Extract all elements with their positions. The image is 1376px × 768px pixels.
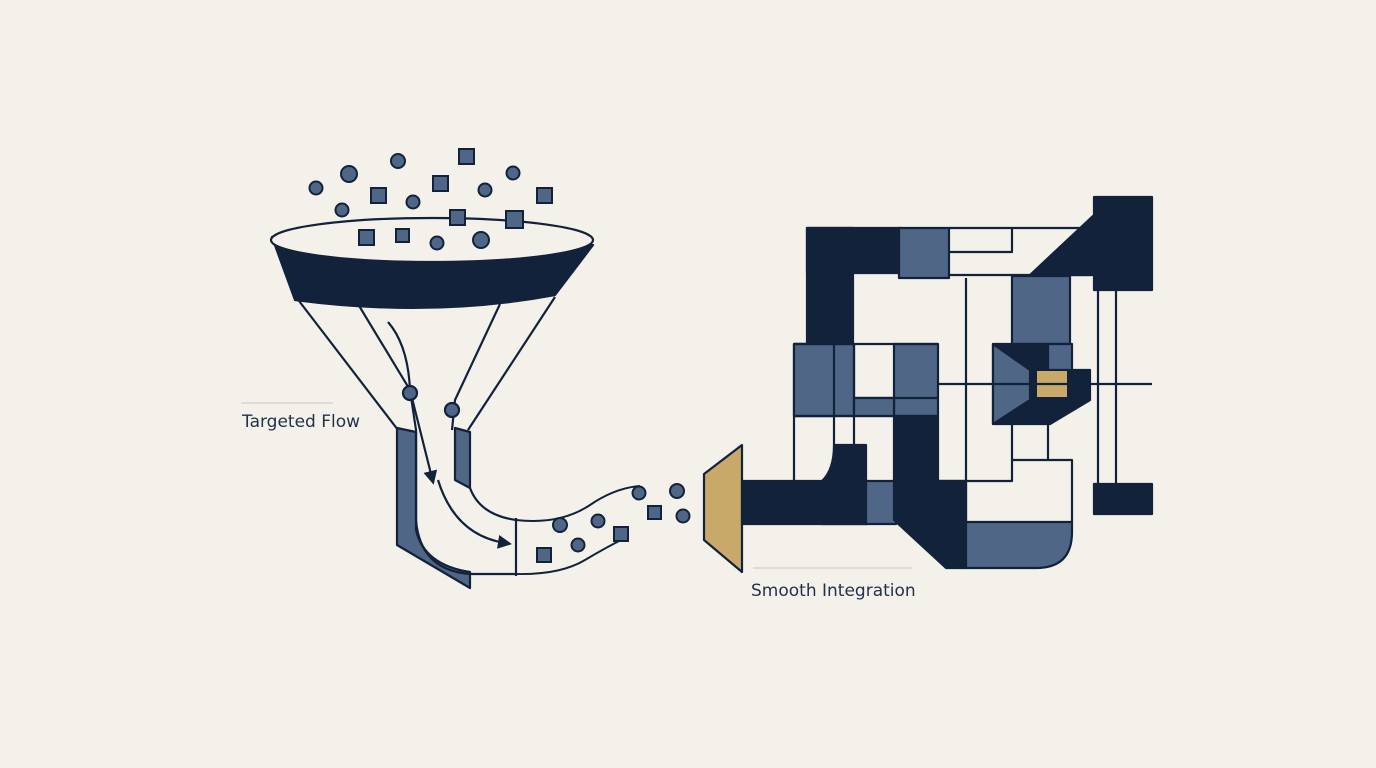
particle-square xyxy=(647,505,662,520)
block-navy xyxy=(1092,482,1154,516)
frame-line xyxy=(1096,290,1118,484)
particle-circle xyxy=(405,194,421,210)
block-slate xyxy=(1046,342,1074,372)
funnel-particle xyxy=(443,401,461,419)
particle-circle xyxy=(675,508,691,524)
block-slate xyxy=(852,396,896,418)
connector-plug-icon xyxy=(702,443,744,574)
frame-line xyxy=(792,278,968,528)
flow-arrow-right xyxy=(436,479,512,549)
particle-circle xyxy=(631,485,647,501)
particle-circle xyxy=(477,182,493,198)
flow-channel-inner xyxy=(468,487,517,522)
particle-square xyxy=(536,547,552,563)
particle-square xyxy=(613,526,629,542)
particle-square xyxy=(370,187,387,204)
flow-line-upper xyxy=(515,485,641,522)
particle-square xyxy=(432,175,449,192)
block-slate xyxy=(892,342,940,418)
modular-block-structure xyxy=(702,195,1154,574)
label-targeted-flow: Targeted Flow xyxy=(242,412,361,432)
frame-line xyxy=(949,228,1014,254)
particle-circle xyxy=(669,483,685,499)
particle-square xyxy=(458,148,475,165)
particle-circle xyxy=(472,231,490,249)
particle-circle xyxy=(505,165,521,181)
funnel-spout-right xyxy=(453,426,472,490)
particle-circle xyxy=(334,202,350,218)
funnel-icon xyxy=(269,216,595,590)
block-slate xyxy=(964,520,1074,570)
particle-circle xyxy=(340,165,358,183)
particle-square xyxy=(505,210,524,229)
flow-particles xyxy=(536,483,691,563)
block-slate xyxy=(864,479,898,526)
particle-circle xyxy=(308,180,324,196)
particle-square xyxy=(449,209,466,226)
particle-square xyxy=(358,229,375,246)
flow-stream xyxy=(515,485,641,576)
particle-circle xyxy=(590,513,606,529)
funnel-particle xyxy=(401,384,419,402)
particle-circle xyxy=(570,537,586,553)
block-slate xyxy=(792,342,836,418)
block-slate xyxy=(1010,274,1072,346)
funnel-channel-right-outer xyxy=(450,303,501,431)
block-navy xyxy=(892,414,968,570)
flow-line-lower xyxy=(515,537,626,576)
block-slate xyxy=(897,226,951,280)
particle-circle xyxy=(390,153,406,169)
block-navy xyxy=(820,443,868,526)
particle-circle xyxy=(429,235,445,251)
particle-square xyxy=(395,228,410,243)
particles-above-funnel xyxy=(308,148,553,251)
particle-circle xyxy=(552,517,568,533)
block-navy xyxy=(1028,195,1154,292)
particle-square xyxy=(536,187,553,204)
label-smooth-integration: Smooth Integration xyxy=(751,581,916,601)
flow-channel-outer xyxy=(414,432,516,576)
funnel-cone-left xyxy=(295,296,399,431)
funnel-cone-right xyxy=(467,296,556,431)
block-navy xyxy=(805,226,904,275)
